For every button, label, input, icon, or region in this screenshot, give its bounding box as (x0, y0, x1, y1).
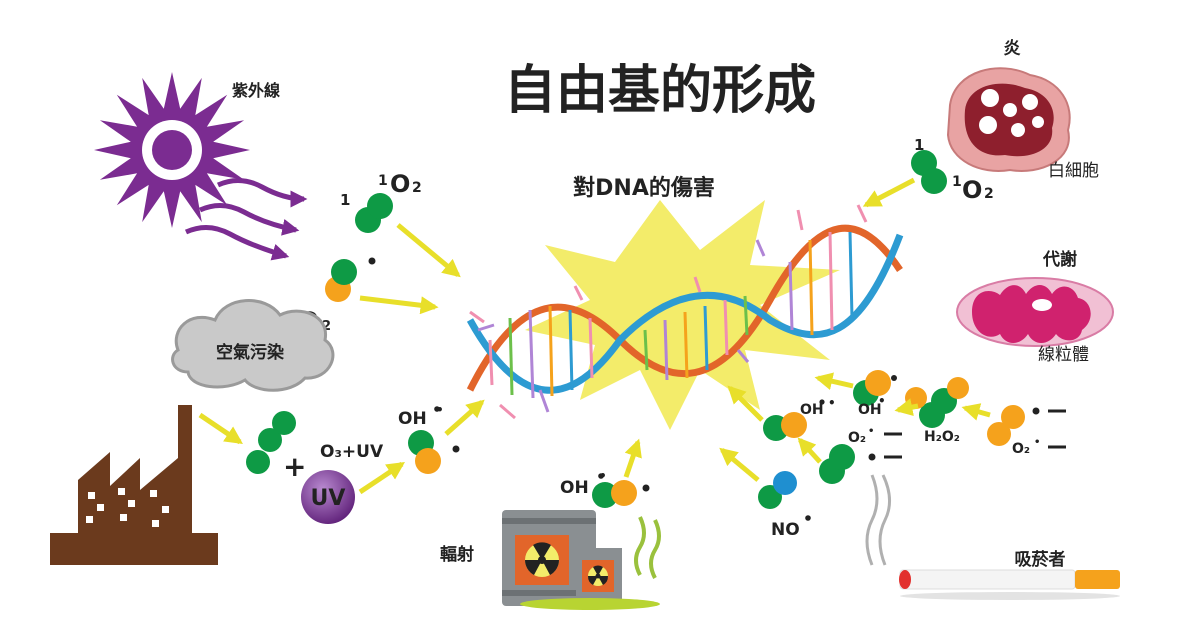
svg-text:•: • (1034, 437, 1040, 448)
dna-damage-label: 對DNA的傷害 (573, 175, 715, 201)
ozone-uv-label: O₃+UV (320, 442, 384, 462)
nitric-oxide-molecule (758, 471, 797, 509)
arrow-superoxide-to-peroxide (961, 403, 991, 421)
dna-helix (466, 204, 904, 420)
svg-text:•: • (828, 396, 836, 410)
svg-text:O₂: O₂ (1012, 441, 1030, 457)
singlet-oxygen-molecule-left (355, 193, 393, 233)
singlet-oxygen-mark-right: 1 (914, 136, 924, 154)
singlet-oxygen-right-label: 1 O 2 (952, 174, 994, 204)
svg-text:UV: UV (311, 486, 346, 511)
arrow-superoxide-to-dna (359, 295, 439, 315)
radiation-barrels (502, 510, 661, 610)
arrow-no-to-dna (719, 447, 760, 482)
hydroxyl-molecule-left (408, 430, 460, 474)
radical-dots: • • • • (436, 394, 886, 483)
uv-badge: UV (301, 470, 355, 524)
starburst (525, 200, 840, 430)
arrow-radiation-to-dna (623, 438, 642, 478)
arrow-hydroxyl-b-to-dna (814, 372, 854, 390)
singlet-oxygen-left-label: 1 O 2 (378, 170, 422, 198)
hydroxyl-left-label: OH (398, 409, 427, 429)
svg-text:O: O (390, 170, 410, 198)
diagram-title: 自由基的形成 (504, 61, 816, 121)
svg-text:O₂: O₂ (848, 430, 866, 446)
superoxide-right-a-label: O₂ • (1012, 437, 1066, 457)
air-pollution-label: 空氣污染 (216, 342, 284, 363)
ozone-molecule (246, 411, 296, 474)
svg-text:2: 2 (322, 319, 331, 334)
radiation-label: 輻射 (440, 544, 474, 565)
svg-text:O: O (962, 176, 982, 204)
superoxide-molecule-left (325, 257, 376, 302)
inflammation-cell (946, 67, 1071, 172)
svg-text:•: • (878, 394, 886, 408)
uv-rays-label: 紫外線 (232, 81, 280, 100)
hydroxyl-molecule-right-a (763, 399, 825, 441)
white-blood-cell-label: 白細胞 (1048, 161, 1099, 181)
hydroxyl-right-a-label: OH (800, 402, 824, 418)
svg-text:1: 1 (378, 173, 388, 189)
hydrogen-peroxide-label: H₂O₂ (924, 429, 960, 445)
arrow-pollution-to-ozone (198, 412, 243, 445)
hydroxyl-radiation-dot (598, 473, 604, 479)
arrow-hydroxyl-right-to-dna (727, 385, 764, 422)
arrow-superoxide-b-to-hydroxyl (797, 437, 822, 464)
hydroxyl-radiation-label: OH (560, 478, 589, 498)
uv-sun (94, 72, 250, 228)
hydroxyl-molecule-radiation (592, 480, 650, 508)
svg-text:2: 2 (412, 180, 422, 196)
mitochondria (956, 277, 1114, 347)
nitric-oxide-label: NO (771, 520, 800, 540)
superoxide-molecule-right-a (987, 405, 1066, 446)
reaction-arrows (198, 177, 991, 495)
svg-text:2: 2 (984, 186, 994, 202)
arrow-uv-to-dna (396, 223, 461, 278)
svg-text:•: • (436, 403, 444, 417)
inflammation-label: 炎 (1004, 39, 1021, 59)
hydroxyl-left-dot (434, 406, 440, 412)
hydroxyl-right-b-label: OH (858, 402, 882, 418)
arrow-peroxide-to-hydroxyl (894, 398, 919, 417)
pollution-cloud (171, 299, 335, 392)
arrow-hydroxyl-to-dna (444, 399, 485, 436)
arrow-singlet-to-dna (862, 177, 916, 208)
nitric-oxide-dot (805, 515, 811, 521)
plus-sign: + (283, 450, 306, 483)
svg-text:1: 1 (952, 174, 962, 190)
metabolism-label: 代謝 (1042, 249, 1077, 270)
mitochondria-label: 線粒體 (1038, 345, 1089, 365)
svg-text:•: • (868, 426, 874, 437)
superoxide-molecule-right-b (819, 444, 876, 484)
singlet-oxygen-mark-left: 1 (340, 191, 350, 209)
hydroxyl-molecule-right-b (853, 370, 897, 406)
svg-text:•: • (599, 469, 607, 483)
arrow-uv-to-hydroxyl (358, 461, 405, 495)
hydrogen-peroxide-molecule (905, 377, 969, 428)
uv-wave-arrows (184, 178, 308, 261)
cigarette (865, 474, 1120, 600)
smoker-label: 吸菸者 (1015, 549, 1066, 570)
factory (50, 405, 218, 565)
superoxide-right-b-label: O₂ • (848, 426, 902, 459)
singlet-oxygen-molecule-right (911, 150, 947, 194)
